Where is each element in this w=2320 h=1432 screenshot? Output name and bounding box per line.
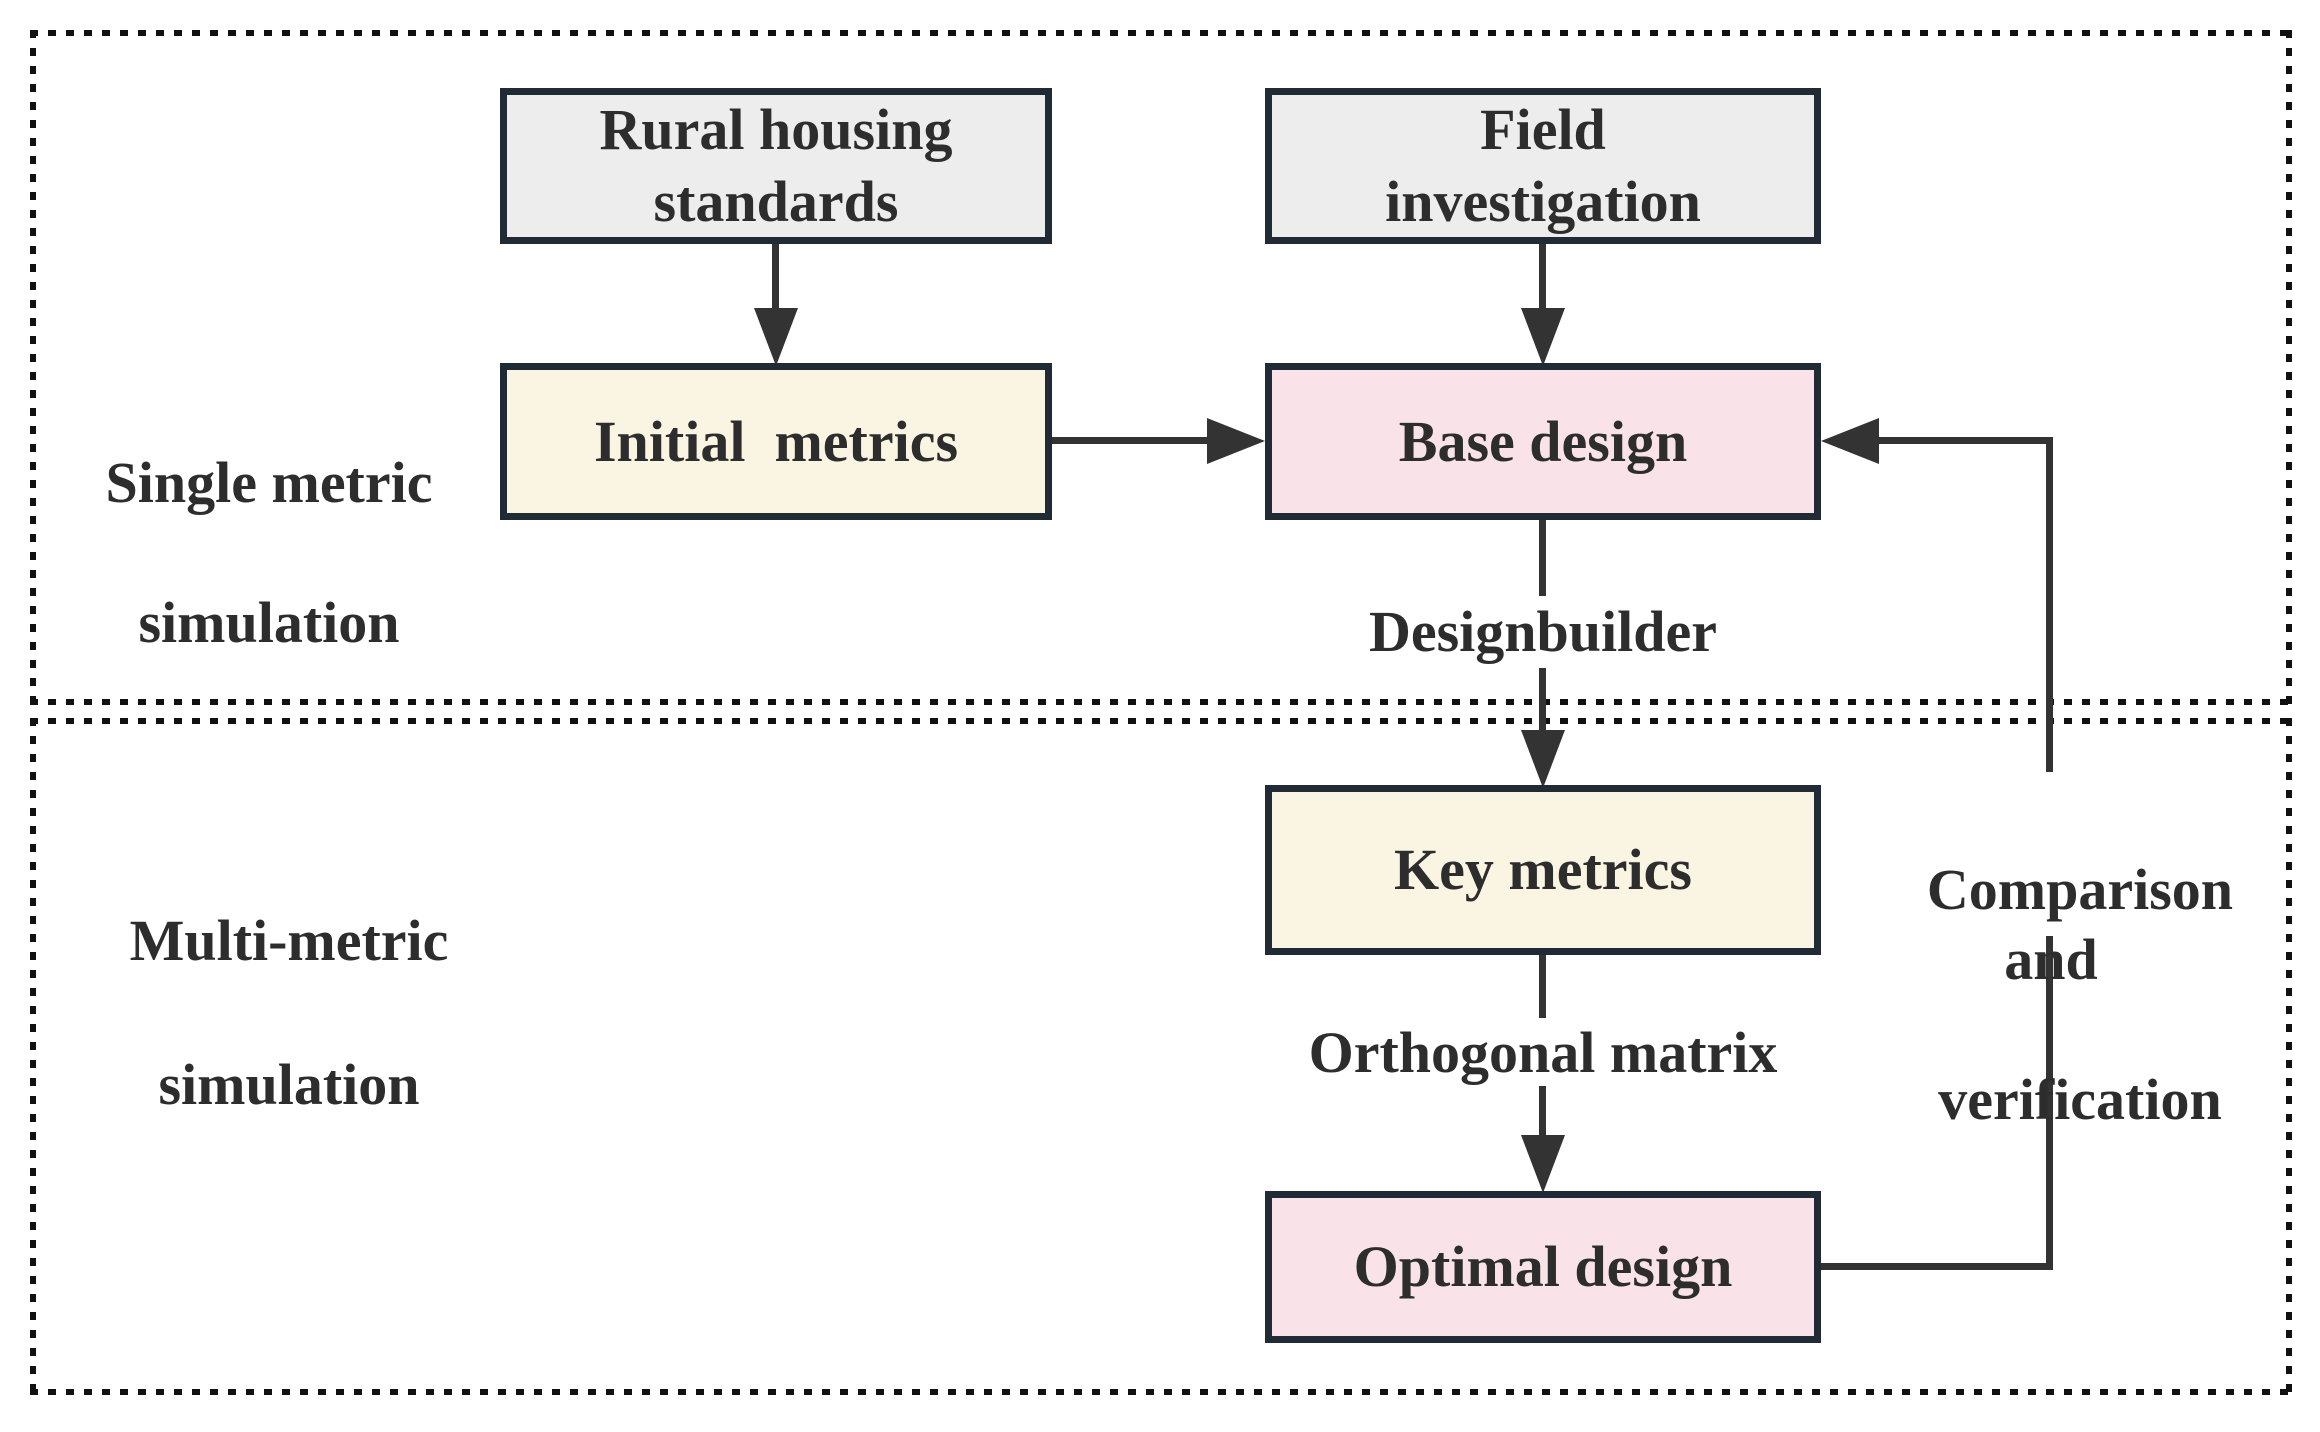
label-comparison-and-verification: Comparison and verification [1826, 785, 2276, 1205]
arrowhead-down-icon [1521, 308, 1565, 366]
box-optimal-design: Optimal design [1265, 1191, 1821, 1343]
connector-initial-to-base [1052, 437, 1212, 444]
connector-field-to-base [1539, 244, 1546, 312]
box-label: Optimal design [1353, 1234, 1733, 1299]
arrowhead-down-icon [1521, 730, 1565, 788]
connector-feedback-vertical-lower [2046, 936, 2053, 1270]
label-line: simulation [138, 590, 400, 655]
box-label: Initial metrics [593, 408, 959, 474]
box-label: investigation [1385, 169, 1701, 234]
label-line: Single metric [105, 450, 433, 515]
arrowhead-right-icon [1207, 418, 1265, 464]
box-key-metrics: Key metrics [1265, 785, 1821, 955]
label-line: simulation [158, 1052, 420, 1117]
connector-feedback-top [1878, 437, 2053, 444]
connector-feedback-bottom [1815, 1263, 2053, 1270]
box-label: Rural housing [599, 97, 953, 162]
region-multi-metric-simulation [30, 718, 2292, 1395]
region-single-metric-simulation [30, 30, 2292, 705]
label-line: Multi-metric [129, 908, 449, 973]
box-initial-metrics: Initial metrics [500, 363, 1052, 520]
box-label: Key metrics [1394, 837, 1692, 902]
box-base-design: Base design [1265, 363, 1821, 520]
label-designbuilder: Designbuilder [1368, 599, 1718, 664]
arrowhead-down-icon [1521, 1135, 1565, 1193]
box-label: standards [653, 169, 899, 234]
box-label: Field [1480, 97, 1606, 162]
label-line: verification [1938, 1067, 2222, 1132]
connector-base-to-key-upper [1539, 520, 1546, 596]
connector-rural-to-initial [772, 244, 779, 312]
box-label: Base design [1398, 408, 1688, 474]
label-multi-metric-simulation: Multi-metric simulation [55, 833, 465, 1193]
box-rural-housing-standards: Rural housing standards [500, 88, 1052, 244]
label-orthogonal-matrix: Orthogonal matrix [1308, 1020, 1778, 1085]
connector-base-to-key-lower [1539, 668, 1546, 734]
label-single-metric-simulation: Single metric simulation [40, 378, 440, 728]
arrowhead-down-icon [754, 308, 798, 366]
connector-key-to-optimal-lower [1539, 1086, 1546, 1138]
label-line: Comparison and [1926, 857, 2248, 992]
connector-feedback-vertical-upper [2046, 437, 2053, 772]
connector-key-to-optimal-upper [1539, 955, 1546, 1018]
arrowhead-left-icon [1821, 418, 1879, 464]
box-field-investigation: Field investigation [1265, 88, 1821, 244]
